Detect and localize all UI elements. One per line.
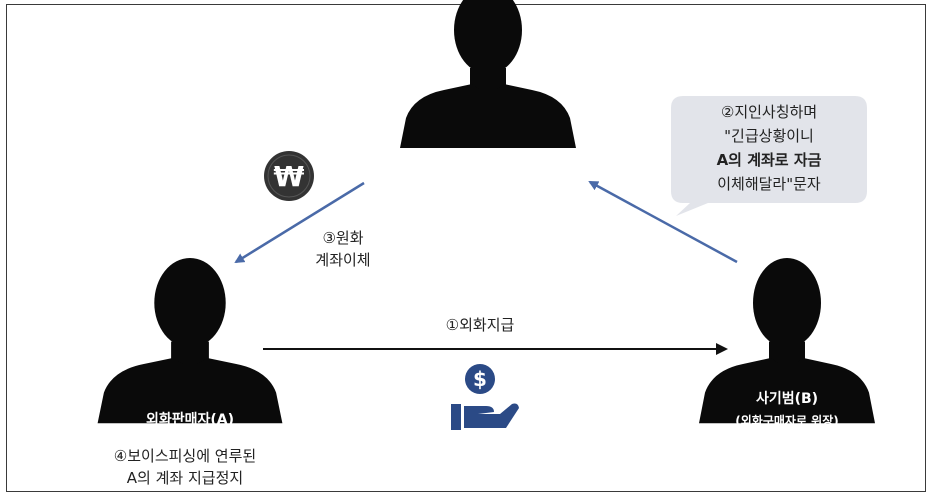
svg-text:$: $ <box>473 367 487 391</box>
victim-label: 보이스피싱 피해자(C) <box>422 173 554 189</box>
step4-line2: A의 계좌 지급정지 <box>126 469 244 487</box>
svg-text:₩: ₩ <box>274 160 305 193</box>
seller-label: 외화판매자(A) <box>145 412 235 428</box>
step2-line1: ②지인사칭하며 <box>720 103 818 121</box>
step3-line1: ③원화 <box>322 229 364 247</box>
won-coin-icon: ₩ <box>264 151 314 201</box>
step2-line2: "긴급상황이니 <box>724 127 814 145</box>
step3-line2: 계좌이체 <box>315 251 371 269</box>
arrow-impersonation-message <box>588 180 738 264</box>
fraudster-label: 사기범(B) <box>755 391 819 407</box>
step2-line3: A의 계좌로 자금 <box>716 151 822 169</box>
dollar-hand-icon: $ <box>451 364 519 430</box>
victim-silhouette <box>400 0 576 148</box>
fraudster-sublabel: (외화구매자로 위장) <box>735 414 839 428</box>
speech-bubble <box>671 96 867 216</box>
seller-silhouette <box>97 257 283 424</box>
step2-line4: 이체해달라"문자 <box>717 175 821 193</box>
step1-label: ①외화지급 <box>445 316 515 334</box>
step4-line1: ④보이스피싱에 연루된 <box>113 447 257 465</box>
arrow-won-transfer <box>234 181 365 264</box>
